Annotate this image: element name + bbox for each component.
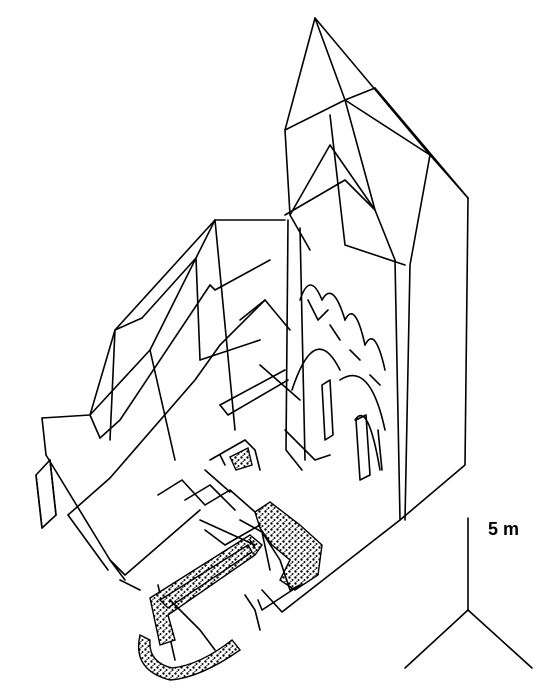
scale-bar: 5 m (404, 517, 533, 669)
west-gable (41, 317, 143, 456)
west-porch (35, 459, 57, 529)
scale-bar-label: 5 m (488, 519, 519, 539)
nave-walls (45, 259, 301, 661)
nave-roof (89, 219, 286, 461)
arcade-columns (321, 379, 383, 481)
chancel-base (119, 429, 401, 613)
tower (284, 17, 469, 521)
foundations (138, 446, 323, 681)
arcade-arches (291, 284, 386, 471)
